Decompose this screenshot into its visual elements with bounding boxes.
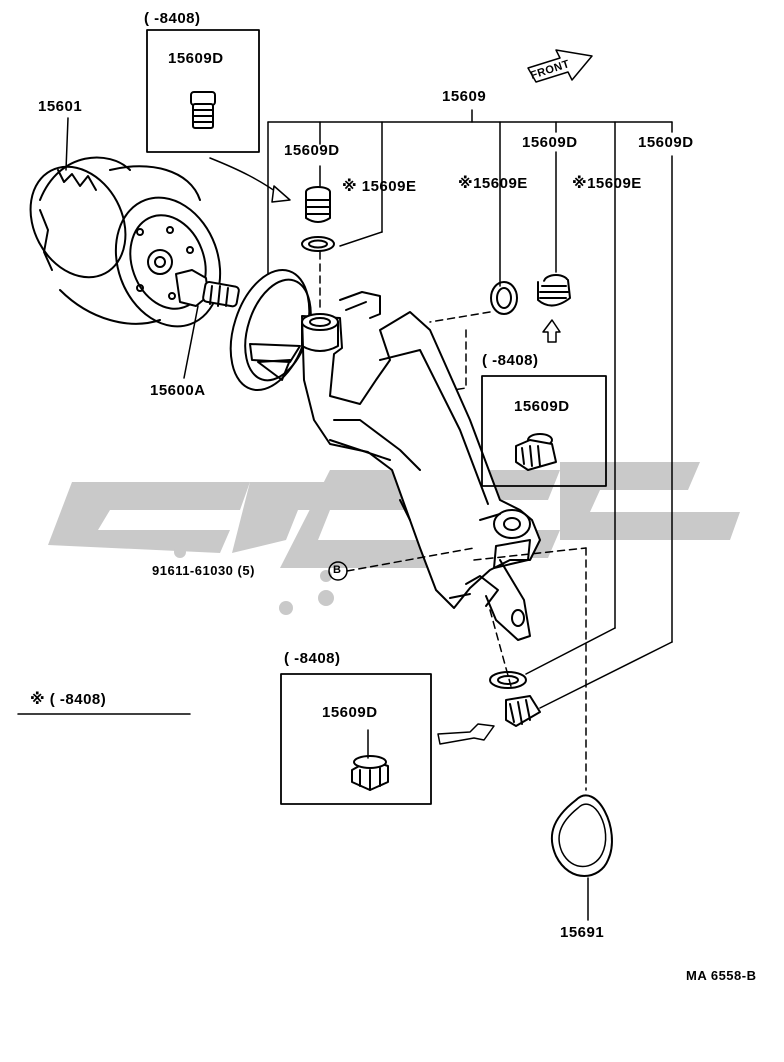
plug-15609d-a: 15609D [284, 142, 340, 159]
filter-bracket-body-icon [229, 268, 541, 641]
box-bottom-range: ( -8408) [284, 650, 341, 667]
plug-right-icon [537, 274, 571, 307]
gasket-15609e-c: ※15609E [572, 175, 642, 192]
gasket-mid-icon [490, 281, 518, 315]
bolt-ref: 91611-61030 (5) [152, 563, 255, 578]
box-top-range: ( -8408) [144, 10, 201, 27]
gasket-15691-icon [550, 794, 613, 877]
gasket-15609e-b: ※15609E [458, 175, 528, 192]
front-arrow-icon [527, 49, 593, 83]
part-15601: 15601 [38, 98, 83, 115]
box-bottom-part: 15609D [322, 704, 378, 721]
part-15609: 15609 [442, 88, 487, 105]
arrow-top-box-icon [209, 157, 283, 197]
inset-box-top [146, 29, 260, 153]
arrow-bottom-box-icon [437, 723, 495, 745]
gasket-15609e-a: ※ 15609E [342, 178, 417, 195]
part-15691: 15691 [560, 924, 605, 941]
bolt-mark: B [333, 564, 342, 576]
plug-bottom-icon [505, 695, 541, 727]
inset-box-mid [481, 375, 607, 487]
arrow-up-icon [542, 319, 561, 343]
drawing-code: MA 6558-B [686, 968, 757, 983]
plug-15609d-icon [305, 186, 331, 223]
inset-plug-top-icon [190, 91, 216, 129]
oil-filter-icon [29, 156, 222, 328]
inset-plug-bottom-icon [351, 729, 389, 791]
inset-plug-mid-icon [515, 433, 557, 471]
union-bolt-icon [175, 269, 240, 308]
part-15600a: 15600A [150, 382, 206, 399]
box-top-part: 15609D [168, 50, 224, 67]
plug-15609d-b: 15609D [522, 134, 578, 151]
plug-15609d-c: 15609D [638, 134, 694, 151]
box-mid-part: 15609D [514, 398, 570, 415]
note-range: ※ ( -8408) [30, 691, 107, 708]
gasket-bottom-icon [489, 671, 527, 689]
gasket-top-icon [301, 236, 335, 252]
inset-box-bottom [280, 673, 432, 805]
box-mid-range: ( -8408) [482, 352, 539, 369]
